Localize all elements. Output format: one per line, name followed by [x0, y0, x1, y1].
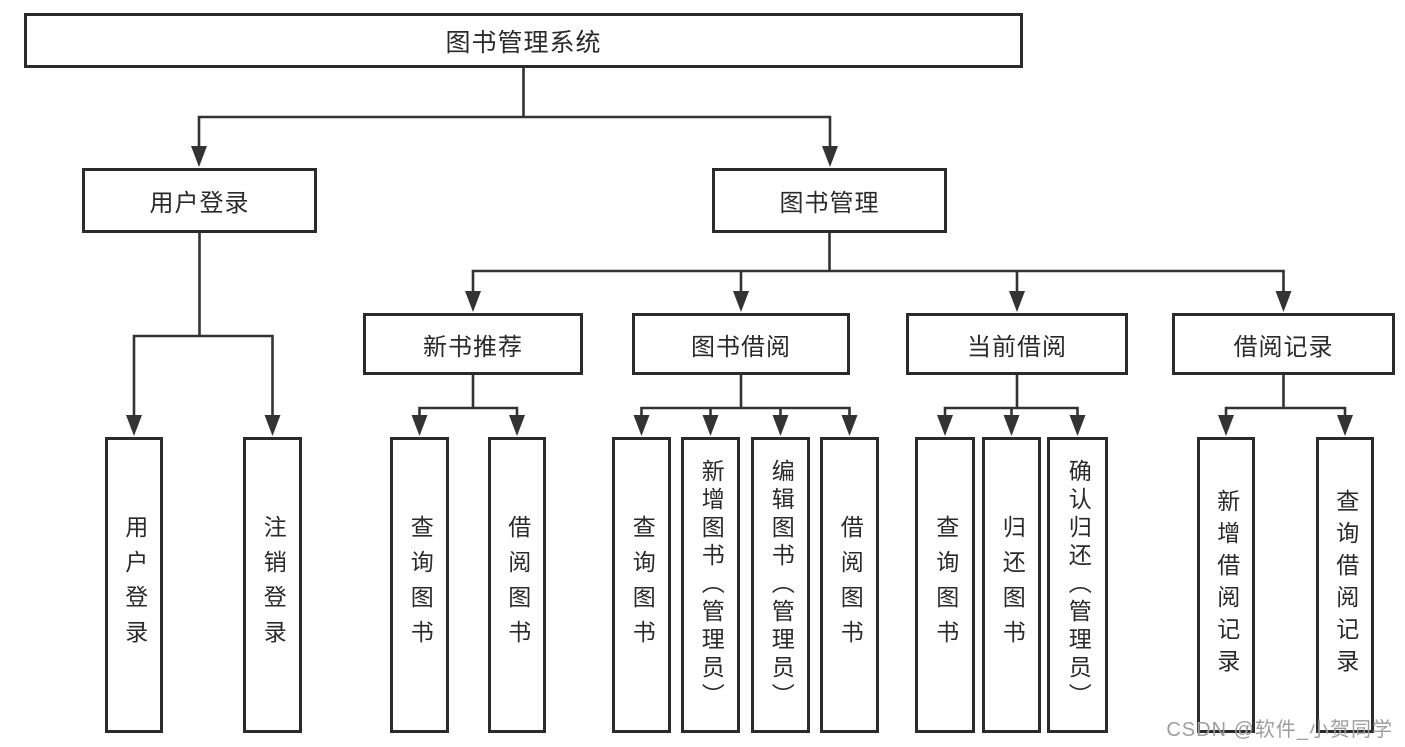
node-label: 图书借阅: [691, 333, 791, 361]
leaf-label: 借阅图书: [504, 515, 531, 655]
leaf-query-books-current: 查询图书: [915, 437, 975, 733]
leaf-add-borrow-record: 新增借阅记录: [1197, 437, 1255, 733]
leaf-label: 编辑图书（管理员）: [768, 459, 795, 711]
leaf-confirm-return-admin: 确认归还（管理员）: [1047, 437, 1108, 733]
leaf-logout: 注销登录: [243, 437, 302, 733]
node-label: 图书管理系统: [445, 28, 602, 57]
leaf-borrow-books-recommend: 借阅图书: [488, 437, 546, 733]
node-label: 借阅记录: [1233, 333, 1334, 361]
leaf-label: 查询图书: [629, 515, 656, 655]
leaf-label: 查询图书: [932, 515, 959, 655]
node-label: 新书推荐: [423, 333, 523, 361]
node-borrow-records: 借阅记录: [1172, 313, 1395, 375]
node-library-management-system: 图书管理系统: [24, 13, 1023, 68]
leaf-add-book-admin: 新增图书（管理员）: [681, 437, 740, 733]
leaf-user-login: 用户登录: [105, 437, 163, 733]
leaf-label: 用户登录: [121, 515, 148, 655]
node-label: 当前借阅: [967, 333, 1067, 361]
leaf-edit-book-admin: 编辑图书（管理员）: [751, 437, 810, 733]
leaf-label: 注销登录: [260, 515, 287, 655]
leaf-label: 借阅图书: [837, 515, 864, 655]
leaf-label: 新增借阅记录: [1213, 489, 1240, 681]
node-label: 图书管理: [779, 190, 880, 217]
leaf-label: 查询图书: [407, 515, 434, 655]
csdn-watermark: CSDN @软件_小贺同学: [1166, 719, 1393, 741]
leaf-query-books-borrow: 查询图书: [612, 437, 671, 733]
leaf-label: 确认归还（管理员）: [1065, 459, 1092, 711]
node-book-borrow: 图书借阅: [632, 313, 850, 375]
node-user-login: 用户登录: [82, 168, 317, 233]
leaf-return-book: 归还图书: [982, 437, 1041, 733]
node-label: 用户登录: [149, 190, 250, 217]
node-new-book-recommend: 新书推荐: [363, 313, 583, 375]
node-book-management: 图书管理: [712, 168, 947, 233]
leaf-borrow-books: 借阅图书: [820, 437, 879, 733]
leaf-query-borrow-record: 查询借阅记录: [1316, 437, 1374, 733]
leaf-query-books-recommend: 查询图书: [390, 437, 449, 733]
leaf-label: 新增图书（管理员）: [698, 459, 725, 711]
leaf-label: 归还图书: [999, 515, 1026, 655]
leaf-label: 查询借阅记录: [1332, 489, 1359, 681]
node-current-borrow: 当前借阅: [906, 313, 1128, 375]
